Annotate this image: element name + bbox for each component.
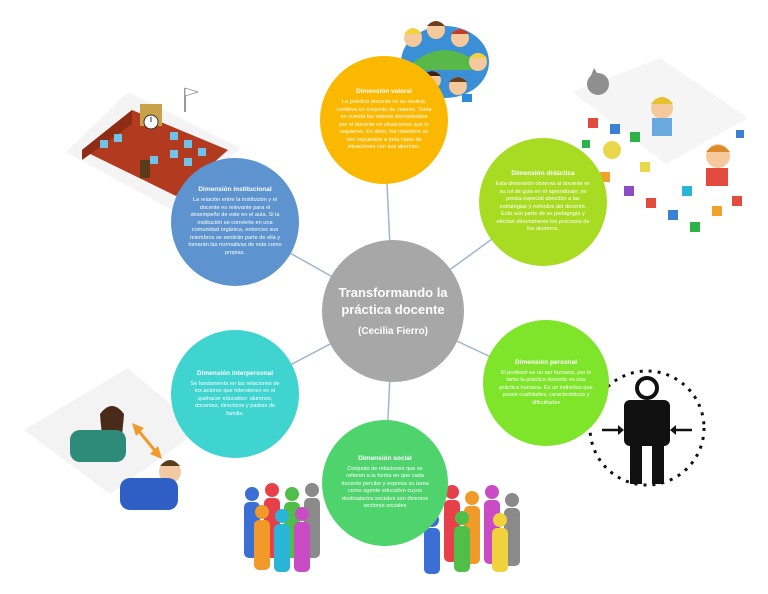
center-author: (Cecilia Fierro) [357,325,429,337]
dimension-didactica-node: Dimensión didáctica Esta dimensión obser… [479,138,607,266]
dimension-text: La práctica docente no es neutral, conll… [336,98,432,151]
dimension-text: Conjunto de relaciones que se refieren a… [341,465,429,510]
dimension-title: Dimensión personal [514,358,578,366]
dimension-text: Esta dimensión observa al docente en su … [495,180,591,233]
crowd-icon [244,483,320,572]
dimension-title: Dimensión institucional [198,186,272,194]
center-title: Transformando la práctica docente [338,285,448,317]
center-node: Transformando la práctica docente (Cecil… [322,240,464,382]
kids-blocks-icon [572,58,748,232]
two-people-icon [24,368,200,510]
dimension-title: Dimensión social [358,454,412,462]
dimension-valoral-node: Dimensión valoral La práctica docente no… [320,56,448,184]
dimension-title: Dimensión valoral [356,88,412,96]
dimension-text: El profesor es un ser humano, por lo tan… [499,369,593,406]
dimension-institucional-node: Dimensión institucional La relación entr… [171,158,299,286]
dimension-text: Se fundamenta en las relaciones de los a… [190,380,280,417]
dimension-social-node: Dimensión social Conjunto de relaciones … [322,420,448,546]
dimension-text: La relación entre la institución y el do… [188,197,282,257]
dimension-title: Dimensión didáctica [511,170,575,178]
dimension-interpersonal-node: Dimensión interpersonal Se fundamenta en… [171,330,299,458]
dimension-personal-node: Dimensión personal El profesor es un ser… [483,320,609,446]
crowd-icon [424,485,520,574]
person-arrows-icon [588,369,706,487]
dimension-title: Dimensión interpersonal [196,369,274,377]
